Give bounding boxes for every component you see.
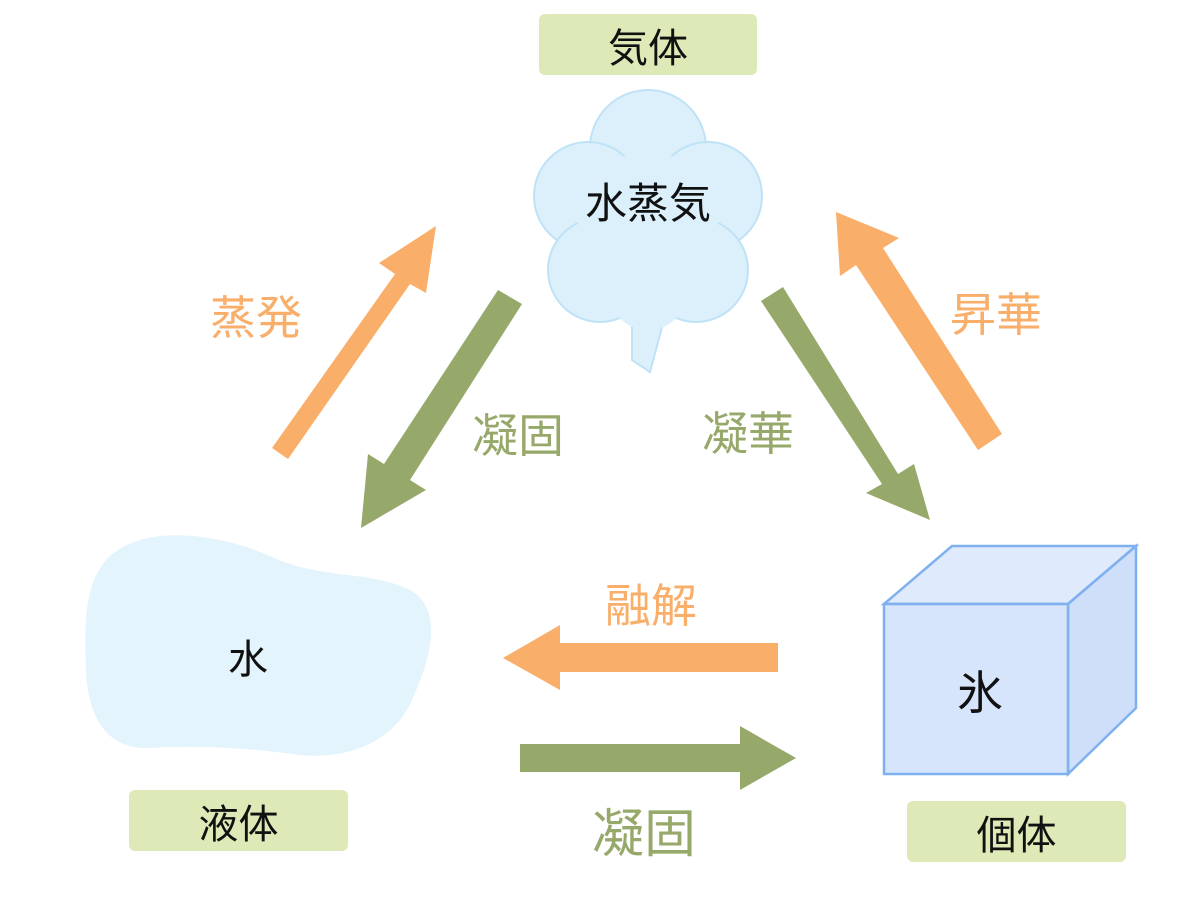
melting-arrow — [503, 625, 778, 690]
deposition-label: 凝華 — [702, 407, 794, 461]
freezing-label: 凝固 — [592, 805, 697, 865]
condensation-arrow — [361, 290, 522, 528]
evaporation-label: 蒸発 — [210, 291, 302, 345]
sublimation-arrow — [836, 212, 1002, 450]
freezing-arrow — [520, 726, 796, 790]
condensation-label: 凝固 — [472, 409, 564, 463]
melting-label: 融解 — [605, 579, 697, 633]
vapor-label: 水蒸気 — [584, 178, 711, 228]
evaporation-arrow — [272, 226, 436, 459]
deposition-arrow — [761, 287, 930, 520]
gas-state-label: 気体 — [539, 14, 757, 75]
water-label: 水 — [228, 637, 268, 683]
cloud-icon — [533, 89, 763, 374]
solid-state-label: 個体 — [907, 801, 1126, 862]
ice-cube-icon — [880, 543, 1140, 777]
ice-label: 氷 — [957, 666, 1003, 720]
sublimation-label: 昇華 — [950, 288, 1042, 342]
puddle-icon — [85, 535, 432, 756]
liquid-state-label: 液体 — [129, 790, 348, 851]
